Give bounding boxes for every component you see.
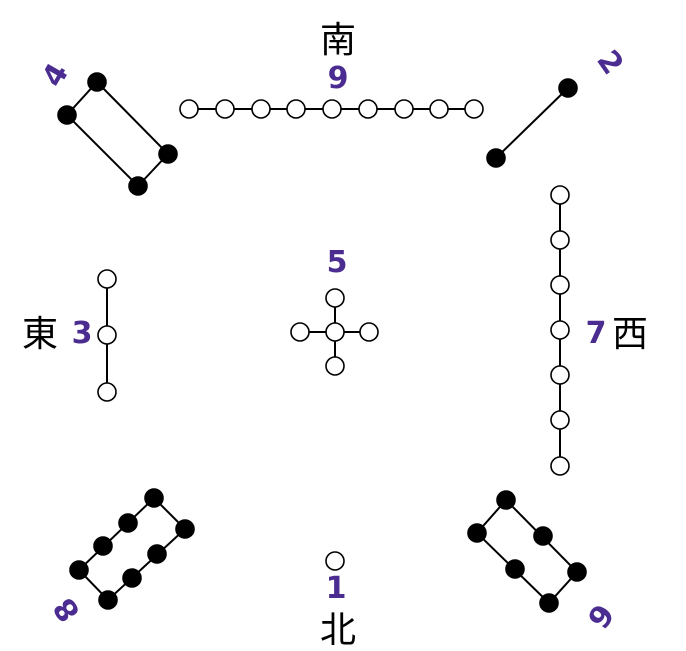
group-2-line: [495, 87, 569, 159]
black-dot: [128, 176, 148, 196]
black-dot: [98, 590, 118, 610]
white-dot: [97, 325, 117, 345]
white-dot: [429, 99, 449, 119]
black-dot: [144, 488, 164, 508]
white-dot: [325, 322, 345, 342]
white-dot: [97, 382, 117, 402]
group-9-dots: [179, 99, 484, 119]
white-dot: [550, 275, 570, 295]
number-8: 8: [47, 591, 88, 628]
group-3-dots: [97, 269, 117, 402]
white-dot: [325, 551, 345, 571]
white-dot: [394, 99, 414, 119]
number-6: 6: [579, 597, 620, 634]
black-dot: [158, 144, 178, 164]
number-2: 2: [589, 44, 630, 81]
group-4-outline: [65, 80, 170, 188]
white-dot: [550, 365, 570, 385]
group-6-outline: [475, 498, 579, 605]
black-dot: [467, 523, 487, 543]
black-dot: [147, 544, 167, 564]
white-dot: [325, 356, 345, 376]
black-dot: [539, 593, 559, 613]
black-dot: [533, 526, 553, 546]
black-dot: [486, 148, 506, 168]
black-dot: [57, 105, 77, 125]
group-1-dots: [325, 551, 345, 571]
white-dot: [550, 185, 570, 205]
black-dot: [93, 536, 113, 556]
white-dot: [215, 99, 235, 119]
number-3: 3: [72, 316, 93, 351]
group-2-dots: [486, 78, 578, 168]
number-1: 1: [326, 571, 347, 606]
white-dot: [322, 99, 342, 119]
number-4: 4: [35, 57, 76, 93]
white-dot: [550, 456, 570, 476]
white-dot: [97, 269, 117, 289]
white-dot: [251, 99, 271, 119]
number-9: 9: [328, 61, 349, 96]
black-dot: [567, 562, 587, 582]
black-dot: [558, 78, 578, 98]
direction-south: 南: [320, 20, 356, 61]
group-8-dots: [69, 488, 195, 610]
white-dot: [358, 99, 378, 119]
group-6-dots: [467, 490, 587, 613]
white-dot: [286, 99, 306, 119]
direction-north: 北: [320, 610, 356, 651]
white-dot: [325, 288, 345, 308]
direction-east: 東: [22, 314, 58, 355]
group-5-dots: [290, 288, 379, 376]
number-7: 7: [586, 316, 607, 351]
white-dot: [179, 99, 199, 119]
black-dot: [118, 513, 138, 533]
white-dot: [550, 410, 570, 430]
white-dot: [550, 320, 570, 340]
black-dot: [122, 568, 142, 588]
number-5: 5: [327, 245, 348, 280]
black-dot: [87, 72, 107, 92]
white-dot: [290, 322, 310, 342]
black-dot: [69, 560, 89, 580]
direction-west: 西: [612, 314, 648, 355]
black-dot: [505, 559, 525, 579]
white-dot: [464, 99, 484, 119]
group-4-dots: [57, 72, 178, 196]
white-dot: [359, 322, 379, 342]
black-dot: [496, 490, 516, 510]
white-dot: [550, 230, 570, 250]
group-7-dots: [550, 185, 570, 476]
black-dot: [175, 519, 195, 539]
